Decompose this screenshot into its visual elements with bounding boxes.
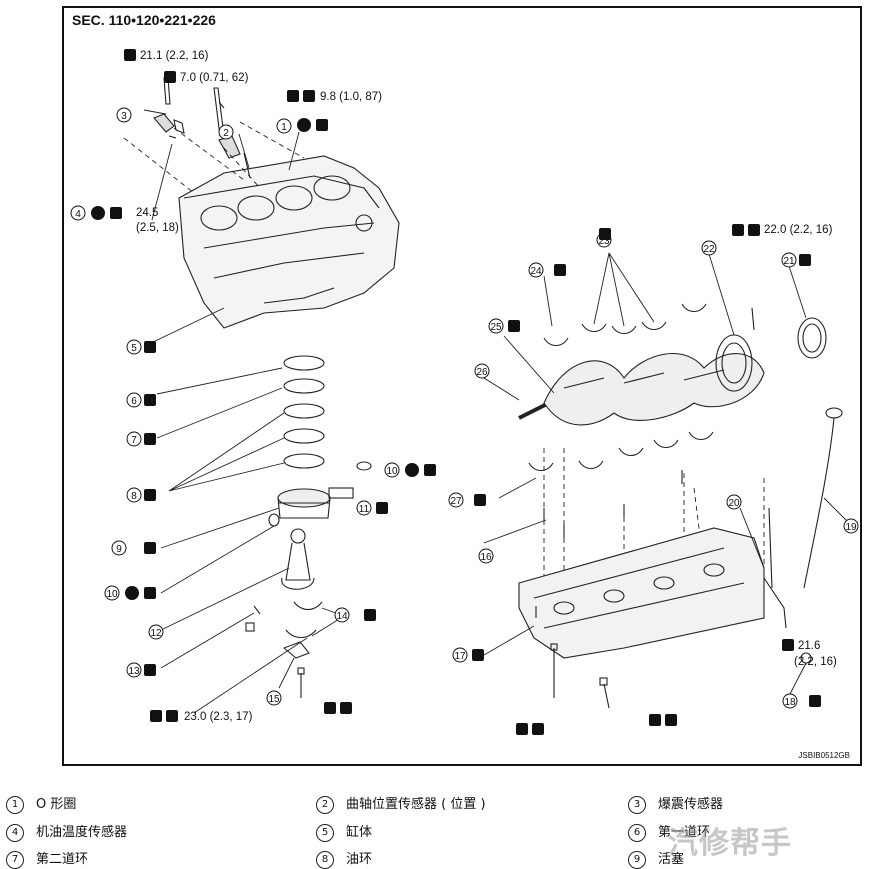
svg-text:9: 9: [116, 544, 122, 555]
svg-text:11: 11: [359, 504, 370, 515]
callout-2: 2: [218, 124, 234, 140]
callout-24: 24: [528, 262, 544, 278]
top-sensors-drawing: [153, 77, 251, 179]
torque-label-6b: (2.2, 16): [794, 656, 837, 668]
callout-19: 19: [843, 518, 859, 534]
lower-cylinder-block-drawing: [518, 527, 765, 659]
svg-text:13: 13: [128, 666, 140, 677]
svg-text:14: 14: [336, 611, 348, 622]
section-title: SEC. 110•120•221•226: [72, 12, 216, 28]
callout-13: 13: [126, 662, 142, 678]
rear-oil-seal-drawing: [715, 307, 827, 392]
svg-text:1: 1: [281, 122, 287, 133]
svg-text:27: 27: [450, 496, 462, 507]
callout-21: 21: [781, 252, 797, 268]
callout-10b: 10: [104, 585, 120, 601]
callout-18: 18: [782, 693, 798, 709]
main-bolts-drawing: [543, 470, 683, 709]
rod-bearings-drawing: [245, 601, 323, 698]
svg-text:12: 12: [150, 628, 162, 639]
callout-27: 27: [448, 492, 464, 508]
callout-6: 6: [126, 392, 142, 408]
svg-text:25: 25: [490, 322, 502, 333]
callout-16: 16: [478, 548, 494, 564]
svg-text:22: 22: [703, 244, 715, 255]
svg-text:5: 5: [131, 343, 137, 354]
callout-26: 26: [474, 363, 490, 379]
svg-text:10: 10: [386, 466, 398, 477]
callout-5: 5: [126, 339, 142, 355]
callout-22: 22: [701, 240, 717, 256]
main-bearings-upper-drawing: [528, 303, 714, 472]
watermark-logo: 汽修帮手: [668, 826, 792, 861]
torque-label-6a: 21.6: [798, 640, 821, 652]
svg-text:19: 19: [845, 522, 857, 533]
torque-label-4b: (2.5, 18): [136, 222, 179, 234]
torque-label-1: 21.1 (2.2, 16): [140, 50, 209, 62]
callout-15: 15: [266, 690, 282, 706]
torque-label-3: 9.8 (1.0, 87): [320, 91, 383, 103]
callout-9: 9: [111, 540, 127, 556]
callout-3: 3: [116, 107, 132, 123]
torque-label-5: 22.0 (2.2, 16): [764, 224, 833, 236]
exploded-view-diagram: 1 2 3 4 5 6 7 8 9 10 10 11 12 13 14 15 1…: [70, 49, 859, 735]
callout-11: 11: [356, 500, 372, 516]
svg-text:21: 21: [783, 256, 795, 267]
oil-level-gauge-drawing: [763, 407, 843, 664]
svg-text:3: 3: [121, 111, 127, 122]
callout-17: 17: [452, 647, 468, 663]
svg-text:6: 6: [131, 396, 137, 407]
svg-text:23: 23: [598, 236, 610, 247]
svg-text:2: 2: [223, 128, 229, 139]
svg-text:15: 15: [268, 694, 280, 705]
symbol-icons: [91, 49, 821, 735]
callout-4: 4: [70, 205, 86, 221]
callout-14: 14: [334, 607, 350, 623]
svg-text:24: 24: [530, 266, 542, 277]
callout-25: 25: [488, 318, 504, 334]
piston-drawing: [277, 487, 354, 519]
cylinder-block-drawing: [178, 155, 400, 329]
callout-20: 20: [726, 494, 742, 510]
diagram-code: JSBIB0512GB: [798, 751, 850, 760]
svg-text:10: 10: [106, 589, 118, 600]
callout-1: 1: [276, 118, 292, 134]
crankshaft-drawing: [518, 353, 765, 426]
connecting-rod-drawing: [281, 528, 315, 590]
torque-label-7: 23.0 (2.3, 17): [184, 711, 253, 723]
svg-text:4: 4: [75, 209, 81, 220]
callout-8: 8: [126, 487, 142, 503]
svg-text:20: 20: [728, 498, 740, 509]
svg-text:26: 26: [476, 367, 488, 378]
svg-text:16: 16: [480, 552, 492, 563]
svg-text:17: 17: [454, 651, 466, 662]
svg-text:7: 7: [131, 435, 137, 446]
callout-7: 7: [126, 431, 142, 447]
svg-text:8: 8: [131, 491, 137, 502]
torque-label-4a: 24.5: [136, 207, 159, 219]
torque-label-2: 7.0 (0.71, 62): [180, 72, 249, 84]
svg-text:18: 18: [784, 697, 796, 708]
callout-12: 12: [148, 624, 164, 640]
diagram-frame: SEC. 110•120•221•226: [62, 6, 862, 766]
callout-10a: 10: [384, 462, 400, 478]
